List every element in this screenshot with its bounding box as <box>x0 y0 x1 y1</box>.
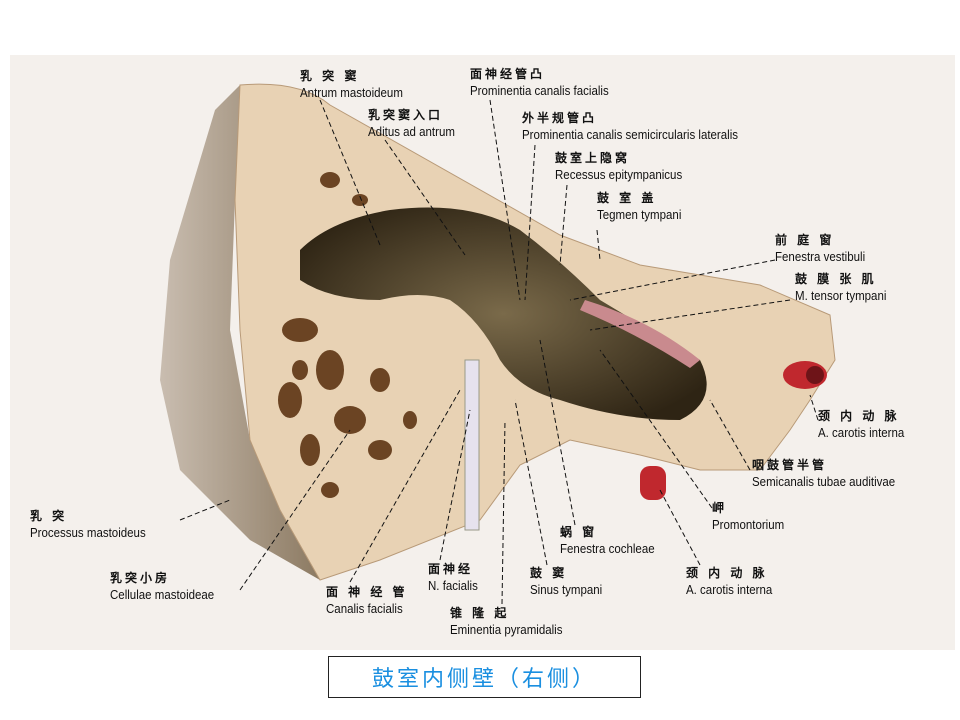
label-latin: Aditus ad antrum <box>368 125 455 139</box>
label-zh: 颈 内 动 脉 <box>686 566 768 580</box>
label-tensor-tympani: 鼓 膜 张 肌 M. tensor tympani <box>795 271 894 305</box>
label-zh: 前 庭 窗 <box>775 233 835 247</box>
label-zh: 咽鼓管半管 <box>752 458 828 472</box>
label-latin: Fenestra cochleae <box>560 542 655 556</box>
label-latin: Processus mastoideus <box>30 526 146 540</box>
label-semicanalis-tubae: 咽鼓管半管 Semicanalis tubae auditivae <box>752 457 908 491</box>
label-zh: 乳突小房 <box>110 571 171 585</box>
tympanic-cavity <box>300 207 707 420</box>
label-latin: Prominentia canalis facialis <box>470 84 609 98</box>
label-latin: Prominentia canalis semicircularis later… <box>522 128 739 142</box>
internal-carotid-artery-2 <box>640 466 666 500</box>
label-zh: 面神经 <box>428 562 474 576</box>
label-n-facialis: 面神经 N. facialis <box>428 561 482 595</box>
label-fenestra-vestibuli: 前 庭 窗 Fenestra vestibuli <box>775 232 873 266</box>
label-latin: A. carotis interna <box>686 583 773 597</box>
label-zh: 蜗 窗 <box>560 525 598 539</box>
label-latin: A. carotis interna <box>818 426 905 440</box>
label-zh: 鼓 膜 张 肌 <box>795 272 877 286</box>
label-prominentia-canalis-facialis: 面神经管凸 Prominentia canalis facialis <box>470 66 621 100</box>
label-prominentia-semicircularis: 外半规管凸 Prominentia canalis semicircularis … <box>522 110 757 144</box>
label-processus-mastoideus: 乳 突 Processus mastoideus <box>30 508 156 542</box>
tensor-tympani-muscle <box>580 300 700 368</box>
label-sinus-tympani: 鼓 窦 Sinus tympani <box>530 565 609 599</box>
label-latin: Tegmen tympani <box>597 208 682 222</box>
mastoid-outer-surface <box>160 85 320 580</box>
label-latin: Sinus tympani <box>530 583 603 597</box>
label-latin: Recessus epitympanicus <box>555 168 683 182</box>
label-latin: Semicanalis tubae auditivae <box>752 475 896 489</box>
label-zh: 乳突窦入口 <box>368 108 444 122</box>
label-canalis-facialis: 面 神 经 管 Canalis facialis <box>326 584 409 618</box>
figure-caption: 鼓室内侧壁（右侧） <box>328 656 641 698</box>
mastoid-air-cells <box>278 172 417 498</box>
label-antrum-mastoideum: 乳 突 窦 Antrum mastoideum <box>300 68 412 102</box>
label-fenestra-cochleae: 蜗 窗 Fenestra cochleae <box>560 524 663 558</box>
label-zh: 外半规管凸 <box>522 111 598 125</box>
label-latin: Antrum mastoideum <box>300 86 403 100</box>
label-recessus-epitympanicus: 鼓室上隐窝 Recessus epitympanicus <box>555 150 693 184</box>
label-zh: 鼓室上隐窝 <box>555 151 631 165</box>
label-zh: 锥 隆 起 <box>450 606 510 620</box>
label-carotis-interna-2: 颈 内 动 脉 A. carotis interna <box>686 565 780 599</box>
leader-lines <box>179 99 819 605</box>
label-zh: 面 神 经 管 <box>326 585 408 599</box>
label-latin: Promontorium <box>712 518 785 532</box>
label-zh: 岬 <box>712 501 728 515</box>
label-zh: 鼓 窦 <box>530 566 568 580</box>
label-zh: 乳 突 窦 <box>300 69 360 83</box>
label-zh: 鼓 室 盖 <box>597 191 657 205</box>
label-latin: M. tensor tympani <box>795 289 887 303</box>
label-latin: Fenestra vestibuli <box>775 250 866 264</box>
label-zh: 颈 内 动 脉 <box>818 409 900 423</box>
label-zh: 面神经管凸 <box>470 67 546 81</box>
facial-nerve-canal <box>464 359 480 531</box>
label-tegmen-tympani: 鼓 室 盖 Tegmen tympani <box>597 190 689 224</box>
label-latin: Cellulae mastoideae <box>110 588 215 602</box>
label-promontorium: 岬 Promontorium <box>712 500 791 534</box>
label-eminentia-pyramidalis: 锥 隆 起 Eminentia pyramidalis <box>450 605 572 639</box>
label-cellulae-mastoideae: 乳突小房 Cellulae mastoideae <box>110 570 223 604</box>
label-latin: N. facialis <box>428 579 478 593</box>
label-aditus-ad-antrum: 乳突窦入口 Aditus ad antrum <box>368 107 463 141</box>
label-zh: 乳 突 <box>30 509 68 523</box>
label-carotis-interna-1: 颈 内 动 脉 A. carotis interna <box>818 408 912 442</box>
label-latin: Eminentia pyramidalis <box>450 623 563 637</box>
label-latin: Canalis facialis <box>326 602 403 616</box>
